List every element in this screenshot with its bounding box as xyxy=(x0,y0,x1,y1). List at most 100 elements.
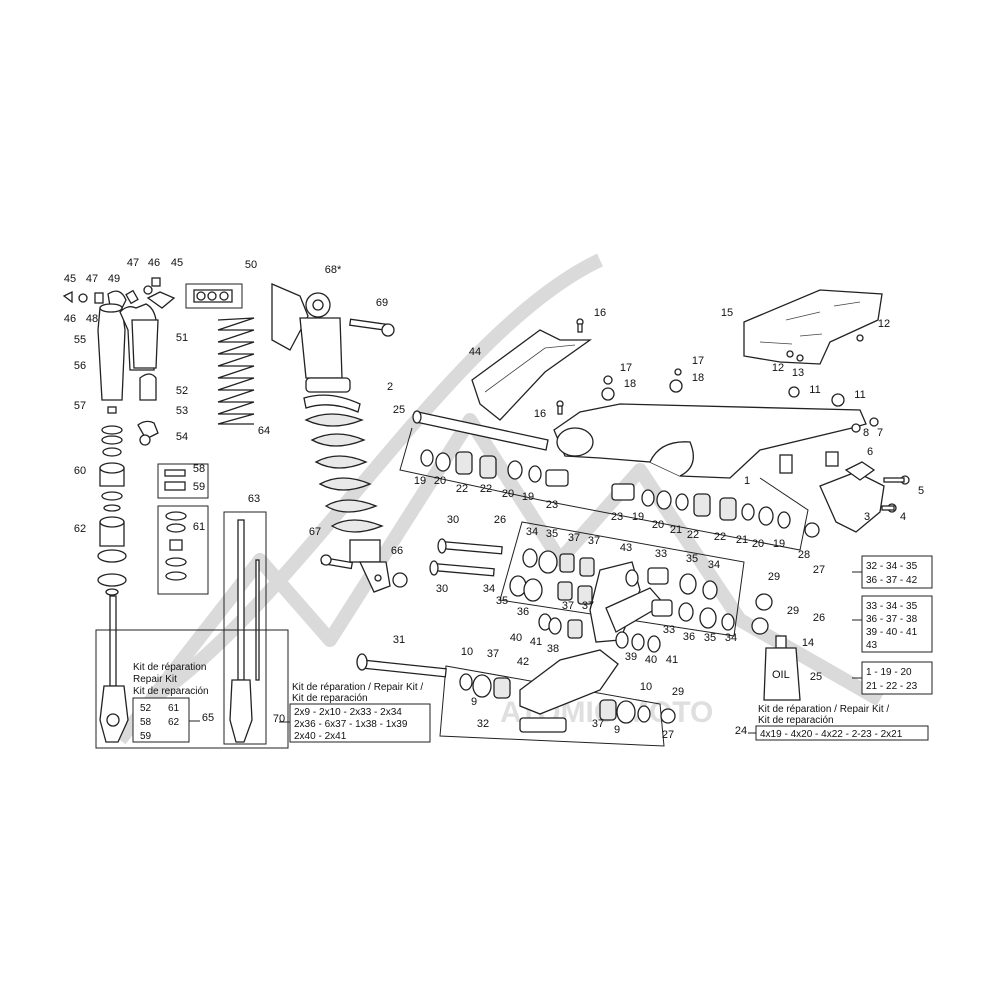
group-box-63 xyxy=(223,511,267,745)
kit-middle-heading-2: Kit de reparación xyxy=(292,693,368,704)
callout-29: 29 xyxy=(672,686,684,698)
callout-30: 30 xyxy=(447,514,459,526)
kit-middle-row-1: 2x9 - 2x10 - 2x33 - 2x34 xyxy=(294,707,402,718)
kit-box-right: Kit de réparation / Repair Kit / Kit de … xyxy=(748,704,929,741)
callout-19: 19 xyxy=(632,511,644,523)
callout-33: 33 xyxy=(655,548,667,560)
callout-41: 41 xyxy=(666,654,678,666)
group-box-61 xyxy=(157,505,209,595)
oil-bottle-14: OIL xyxy=(751,593,801,701)
callout-19: 19 xyxy=(414,475,426,487)
lower-link-plate-27 xyxy=(356,649,676,747)
callout-35: 35 xyxy=(686,553,698,565)
bearing-row-swingarm xyxy=(399,427,809,551)
callout-46: 46 xyxy=(148,257,160,269)
callout-57: 57 xyxy=(74,400,86,412)
callout-12: 12 xyxy=(772,362,784,374)
kit-26-row-3: 39 - 40 - 41 xyxy=(866,627,918,638)
kit-box-27: 32 - 34 - 35 36 - 37 - 42 xyxy=(852,555,933,589)
kit-box-left: Kit de réparation Repair Kit Kit de repa… xyxy=(132,662,209,743)
callout-29: 29 xyxy=(768,571,780,583)
callout-20: 20 xyxy=(752,538,764,550)
callout-35: 35 xyxy=(546,528,558,540)
spring-64 xyxy=(217,317,255,425)
kit-right-heading-2: Kit de reparación xyxy=(758,715,834,726)
callout-62: 62 xyxy=(74,523,86,535)
callout-40: 40 xyxy=(510,632,522,644)
kit-25-row-1: 1 - 19 - 20 xyxy=(866,667,912,678)
callout-15: 15 xyxy=(721,307,733,319)
kit-26-row-4: 43 xyxy=(866,640,878,651)
callout-44: 44 xyxy=(469,346,481,358)
callout-52: 52 xyxy=(176,385,188,397)
callout-32: 32 xyxy=(477,718,489,730)
callout-34: 34 xyxy=(483,583,495,595)
callout-36: 36 xyxy=(683,631,695,643)
callout-21: 21 xyxy=(736,534,748,546)
callout-63: 63 xyxy=(248,493,260,505)
callout-11: 11 xyxy=(854,389,865,401)
callout-45: 45 xyxy=(64,273,76,285)
callout-5: 5 xyxy=(918,485,924,497)
callout-59: 59 xyxy=(193,481,205,493)
shock-exploded-parts xyxy=(62,277,260,743)
kit-box-26: 33 - 34 - 35 36 - 37 - 38 39 - 40 - 41 4… xyxy=(852,595,933,653)
callout-22: 22 xyxy=(480,483,492,495)
callout-60: 60 xyxy=(74,465,86,477)
callout-37: 37 xyxy=(582,600,594,612)
kit-left-heading-2: Repair Kit xyxy=(133,674,177,685)
callout-29: 29 xyxy=(787,605,799,617)
callout-41: 41 xyxy=(530,636,542,648)
callout-39: 39 xyxy=(625,651,637,663)
callout-61: 61 xyxy=(193,521,205,533)
callout-66: 66 xyxy=(391,545,403,557)
kit-left-cell: 52 xyxy=(140,703,152,714)
callout-7: 7 xyxy=(877,427,883,439)
callout-26: 26 xyxy=(813,612,825,624)
callout-65: 65 xyxy=(202,712,214,724)
callout-13: 13 xyxy=(792,367,804,379)
callout-14: 14 xyxy=(802,637,814,649)
callout-4: 4 xyxy=(900,511,906,523)
callout-19: 19 xyxy=(522,491,534,503)
callout-35: 35 xyxy=(496,595,508,607)
kit-left-cell: 58 xyxy=(140,717,152,728)
callout-36: 36 xyxy=(517,606,529,618)
callout-20: 20 xyxy=(502,488,514,500)
callout-3: 3 xyxy=(864,511,870,523)
callout-16: 16 xyxy=(594,307,606,319)
callout-33: 33 xyxy=(663,624,675,636)
callout-2: 2 xyxy=(387,381,393,393)
callout-58: 58 xyxy=(193,463,205,475)
callout-54: 54 xyxy=(176,431,188,443)
callout-45: 45 xyxy=(171,257,183,269)
kit-25-row-2: 21 - 22 - 23 xyxy=(866,681,918,692)
linkage-plate-26 xyxy=(429,521,745,653)
callout-47: 47 xyxy=(86,273,98,285)
callout-56: 56 xyxy=(74,360,86,372)
callout-27: 27 xyxy=(813,564,825,576)
callout-51: 51 xyxy=(176,332,188,344)
callout-37: 37 xyxy=(487,648,499,660)
callout-28: 28 xyxy=(798,549,810,561)
callout-68-star: 68* xyxy=(325,264,342,276)
callout-11: 11 xyxy=(809,384,820,396)
callout-17: 17 xyxy=(620,362,632,374)
callout-64: 64 xyxy=(258,425,270,437)
kit-27-row-1: 32 - 34 - 35 xyxy=(866,561,918,572)
callout-8: 8 xyxy=(863,427,869,439)
callout-10: 10 xyxy=(461,646,473,658)
callout-42: 42 xyxy=(517,656,529,668)
callout-22: 22 xyxy=(687,529,699,541)
kit-left-cell: 59 xyxy=(140,731,152,742)
callout-50: 50 xyxy=(245,259,257,271)
callout-30: 30 xyxy=(436,583,448,595)
kit-middle-row-3: 2x40 - 2x41 xyxy=(294,731,347,742)
kit-27-row-2: 36 - 37 - 42 xyxy=(866,575,918,586)
callout-25: 25 xyxy=(393,404,405,416)
kit-box-25: 1 - 19 - 20 21 - 22 - 23 xyxy=(852,661,933,695)
callout-35: 35 xyxy=(704,632,716,644)
callout-27: 27 xyxy=(662,729,674,741)
callout-12: 12 xyxy=(878,318,890,330)
